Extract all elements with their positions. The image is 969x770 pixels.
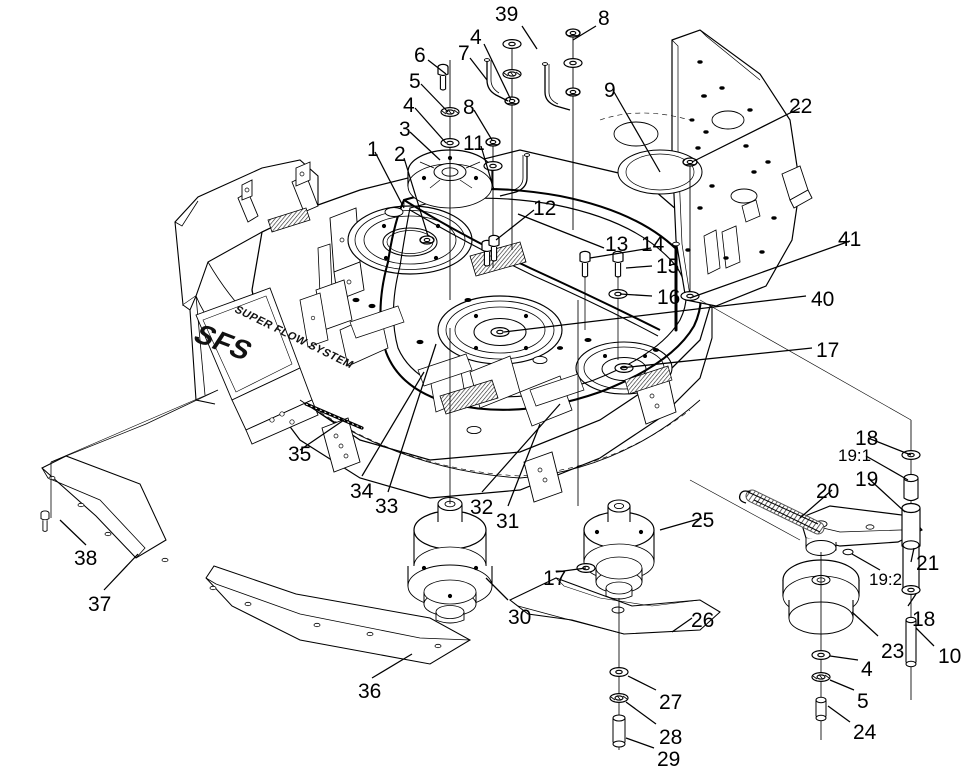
- callout-6: 6: [414, 44, 426, 67]
- callout-20: 20: [816, 480, 840, 503]
- callout-31: 31: [496, 510, 520, 533]
- callout-35: 35: [288, 443, 312, 466]
- callout-37: 37: [88, 593, 112, 616]
- callout-8: 8: [598, 7, 610, 30]
- callout-14: 14: [641, 233, 665, 256]
- callout-8: 8: [463, 96, 475, 119]
- callout-2: 2: [394, 143, 406, 166]
- callout-40: 40: [811, 288, 835, 311]
- callout-3: 3: [399, 118, 411, 141]
- callout-18: 18: [912, 608, 936, 631]
- deck-mount-brackets: [321, 375, 677, 503]
- callout-5: 5: [409, 70, 421, 93]
- callout-15: 15: [656, 255, 680, 278]
- callout-17: 17: [816, 339, 840, 362]
- callout-22: 22: [789, 95, 813, 118]
- callout-26: 26: [691, 609, 715, 632]
- callout-38: 38: [74, 547, 98, 570]
- callout-33: 33: [375, 495, 399, 518]
- callout-7: 7: [458, 42, 470, 65]
- top-pulley-assembly: [403, 60, 493, 300]
- callout-12: 12: [533, 197, 557, 220]
- callout-32: 32: [470, 496, 494, 519]
- callout-25: 25: [691, 509, 715, 532]
- deck-rear-panel: [599, 29, 813, 307]
- callout-11: 11: [463, 132, 485, 155]
- callout-16: 16: [657, 286, 681, 309]
- callout-36: 36: [358, 680, 382, 703]
- extension-spring: [738, 489, 825, 535]
- callout-10: 10: [938, 645, 962, 668]
- callout-29: 29: [657, 748, 681, 770]
- callout-23: 23: [881, 640, 905, 663]
- callout-19-1: 19:1: [838, 446, 872, 465]
- callout-17: 17: [543, 567, 567, 590]
- callout-24: 24: [853, 721, 877, 744]
- callout-18: 18: [855, 427, 879, 450]
- mower-blade-26: [509, 577, 721, 635]
- callout-9: 9: [604, 79, 616, 102]
- spindle-assembly-25: [509, 300, 721, 750]
- callout-4: 4: [470, 26, 482, 49]
- leader-lines: [59, 25, 935, 749]
- callout-28: 28: [659, 726, 683, 749]
- mower-deck-body: [174, 149, 713, 503]
- rod-35: [304, 402, 364, 430]
- callout-13: 13: [605, 233, 629, 256]
- callout-5: 5: [857, 690, 869, 713]
- callout-4: 4: [861, 658, 873, 681]
- projection-lines: [50, 299, 912, 541]
- spindle-assembly-30: [407, 328, 493, 624]
- callout-21: 21: [916, 552, 940, 575]
- callout-39: 39: [495, 3, 519, 26]
- spindle-recess-left: [347, 205, 473, 275]
- callout-30: 30: [508, 606, 532, 629]
- baffle-37: [40, 389, 219, 563]
- callout-4: 4: [403, 94, 415, 117]
- callout-1: 1: [367, 138, 379, 161]
- callout-19: 19: [855, 468, 879, 491]
- callout-19-2: 19:2: [869, 570, 903, 589]
- callout-41: 41: [838, 228, 862, 251]
- warning-decals: [267, 207, 673, 415]
- baffle-36: [205, 565, 472, 665]
- callout-34: 34: [350, 480, 374, 503]
- callout-27: 27: [659, 691, 683, 714]
